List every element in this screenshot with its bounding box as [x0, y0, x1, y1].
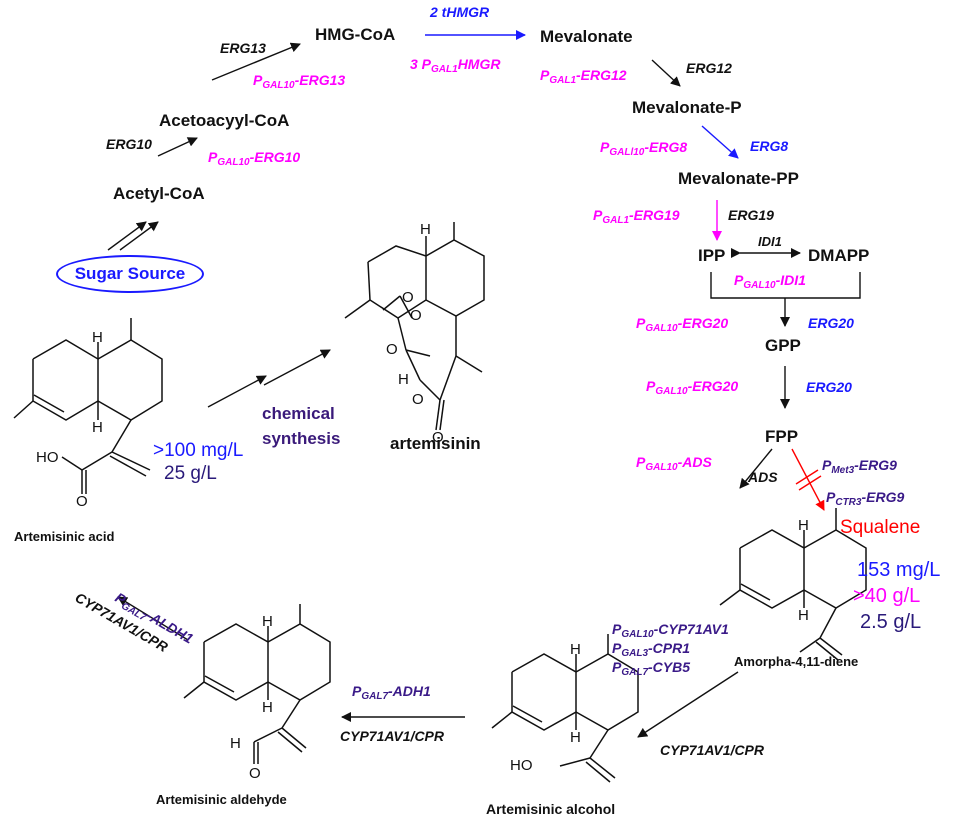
atom-o-artemisinin-4: O — [412, 391, 424, 408]
label-amorphadiene: Amorpha-4,11-diene — [734, 654, 859, 669]
enzyme-p-erg20-b: PGAL10-ERG20 — [646, 378, 739, 397]
node-acetoacetyl-coa: Acetoacyyl-CoA — [159, 111, 290, 130]
enzyme-p-met3-erg9: PMet3-ERG9 — [822, 457, 897, 476]
enzyme-ads: ADS — [748, 469, 778, 485]
atom-h-aldehyde-top: H — [262, 613, 273, 630]
label-chemical: chemical — [262, 404, 335, 423]
yield-acid-2: 25 g/L — [164, 463, 217, 484]
atom-h-aldehyde-bottom: H — [262, 699, 273, 716]
enzyme-erg19: ERG19 — [728, 207, 774, 223]
atom-h-artemisinin-1: H — [420, 221, 431, 238]
enzyme-cyp-cpr-1: CYP71AV1/CPR — [660, 742, 765, 758]
atom-ho-alcohol: HO — [510, 757, 533, 774]
node-sugar-source: Sugar Source — [56, 255, 204, 293]
arrow-aldehyde-acid — [117, 596, 189, 641]
enzyme-p-adh1: PGAL7-ADH1 — [352, 683, 431, 702]
atom-h-aldehyde-cho: H — [230, 735, 241, 752]
arrow-mevp-mevpp — [701, 125, 739, 159]
atom-h-alcohol-bottom: H — [570, 729, 581, 746]
node-gpp: GPP — [765, 336, 801, 355]
block-mark-1 — [795, 469, 819, 485]
label-synthesis: synthesis — [262, 429, 341, 448]
node-squalene: Squalene — [840, 517, 921, 538]
node-dmapp: DMAPP — [808, 246, 870, 265]
yield-amorph-1: 153 mg/L — [857, 559, 941, 581]
yield-acid-1: >100 mg/L — [153, 440, 244, 461]
enzyme-p-ads: PGAL10-ADS — [636, 454, 712, 473]
arrow-acetyl-acetoacetyl — [157, 137, 198, 157]
enzyme-p-erg10: PGAL10-ERG10 — [208, 149, 301, 168]
enzyme-erg20-b: ERG20 — [806, 379, 852, 395]
enzyme-p-ctr3-erg9: PCTR3-ERG9 — [826, 489, 905, 508]
node-acetyl-coa: Acetyl-CoA — [113, 184, 205, 203]
node-ipp: IPP — [698, 246, 726, 265]
enzyme-erg12: ERG12 — [686, 60, 732, 76]
arrow-fpp-squalene — [791, 448, 825, 511]
arrow-amorph-alcohol — [637, 671, 739, 738]
enzyme-erg13: ERG13 — [220, 40, 266, 56]
label-artemisinic-alcohol: Artemisinic alcohol — [486, 801, 616, 817]
arrow-chem-synth-2 — [263, 349, 331, 386]
atom-h-artemisinin-2: H — [398, 371, 409, 388]
structure-amorphadiene — [719, 508, 867, 661]
atom-h-acid-bottom: H — [92, 419, 103, 436]
atom-h-amorph-bottom: H — [798, 607, 809, 624]
enzyme-3-hmgr: 3 PGAL1HMGR — [410, 56, 501, 75]
enzyme-p-erg20-a: PGAL10-ERG20 — [636, 315, 729, 334]
structure-artemisinic-alcohol — [491, 634, 639, 783]
atom-o-artemisinin-2: O — [410, 307, 422, 324]
atom-o-acid: O — [76, 493, 88, 510]
label-artemisinic-acid: Artemisinic acid — [14, 529, 115, 544]
enzyme-erg8: ERG8 — [750, 138, 789, 154]
enzyme-erg20-a: ERG20 — [808, 315, 854, 331]
block-mark-2 — [798, 475, 822, 491]
yield-amorph-3: 2.5 g/L — [860, 611, 922, 633]
arrow-mev-mevp — [651, 59, 681, 87]
enzyme-p-idi1: PGAL10-IDI1 — [734, 272, 806, 291]
node-hmg-coa: HMG-CoA — [315, 25, 396, 44]
enzyme-erg10: ERG10 — [106, 136, 152, 152]
enzyme-p-cpr1: PGAL3-CPR1 — [612, 640, 691, 659]
enzyme-p-erg13: PGAL10-ERG13 — [253, 72, 346, 91]
enzyme-p-cyp71av1: PGAL10-CYP71AV1 — [612, 621, 729, 640]
arrow-acetoacetyl-hmg — [211, 42, 301, 81]
label-artemisinin: artemisinin — [390, 434, 481, 453]
arrow-sugar-acetyl-2 — [119, 221, 159, 251]
arrow-sugar-acetyl-1 — [107, 221, 147, 251]
atom-o-artemisinin-5: O — [432, 429, 444, 446]
node-mevalonate-pp: Mevalonate-PP — [678, 169, 799, 188]
enzyme-p-cyb5: PGAL7-CYB5 — [612, 659, 691, 678]
structure-artemisinic-aldehyde — [183, 604, 331, 764]
enzyme-idi1: IDI1 — [758, 234, 782, 249]
node-mevalonate: Mevalonate — [540, 27, 633, 46]
node-mevalonate-p: Mevalonate-P — [632, 98, 742, 117]
structure-artemisinin — [344, 222, 485, 431]
atom-h-alcohol-top: H — [570, 641, 581, 658]
structure-artemisinic-acid — [13, 318, 163, 494]
enzyme-p-erg12: PGAL1-ERG12 — [540, 67, 627, 86]
atom-o-aldehyde: O — [249, 765, 261, 782]
enzyme-cyp-cpr-2: CYP71AV1/CPR — [340, 728, 445, 744]
enzyme-p-erg8: PGALl10-ERG8 — [600, 139, 688, 158]
yield-amorph-2: >40 g/L — [853, 585, 921, 607]
label-artemisinic-aldehyde: Artemisinic aldehyde — [156, 792, 287, 807]
atom-h-acid-top: H — [92, 329, 103, 346]
arrow-fpp-amorphadiene — [739, 448, 773, 489]
arrow-chem-synth-1 — [207, 375, 267, 408]
atom-ho-acid: HO — [36, 449, 59, 466]
enzyme-2-thmgr: 2 tHMGR — [430, 4, 490, 20]
atom-h-amorph-top: H — [798, 517, 809, 534]
atom-o-artemisinin-3: O — [386, 341, 398, 358]
node-fpp: FPP — [765, 427, 799, 446]
atom-o-artemisinin-1: O — [402, 289, 414, 306]
enzyme-p-erg19: PGAL1-ERG19 — [593, 207, 680, 226]
